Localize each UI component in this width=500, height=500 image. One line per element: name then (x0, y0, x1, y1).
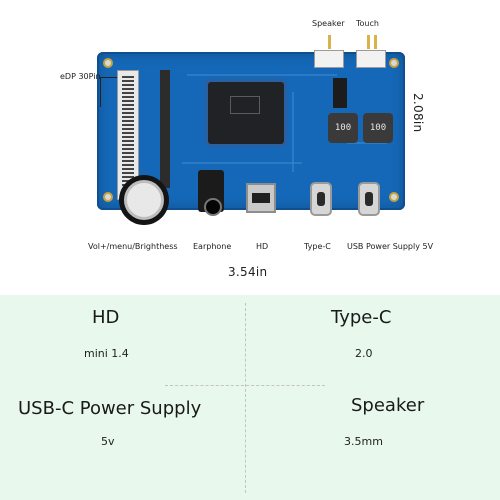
leader-line (100, 77, 101, 107)
callout-touch: Touch (356, 19, 379, 28)
spec-value: 2.0 (355, 347, 373, 360)
spec-value: 5v (101, 435, 115, 448)
spec-title: HD (92, 307, 120, 328)
usb-power-port (358, 182, 380, 216)
mounting-hole (389, 58, 399, 68)
speaker-connector (314, 50, 344, 68)
callout-knob: Vol+/menu/Brighthess (88, 242, 178, 251)
callout-speaker: Speaker (312, 19, 345, 28)
inductor: 100 (328, 113, 358, 143)
connector-pin (367, 35, 370, 49)
inductor: 100 (363, 113, 393, 143)
trace (292, 92, 294, 172)
side-chip (333, 78, 347, 108)
callout-usb-power: USB Power Supply 5V (347, 242, 434, 251)
dimension-width: 3.54in (228, 265, 268, 279)
spec-title: USB-C Power Supply (18, 398, 202, 419)
spec-title: Speaker (351, 395, 425, 416)
spec-panel: HD mini 1.4 Type-C 2.0 USB-C Power Suppl… (0, 295, 500, 500)
mounting-hole (389, 192, 399, 202)
mounting-hole (103, 192, 113, 202)
trace (182, 162, 302, 164)
spec-value: mini 1.4 (84, 347, 129, 360)
earphone-jack (198, 170, 224, 216)
hdmi-port (246, 183, 276, 213)
main-chip (208, 82, 284, 144)
edp-connector-pins (122, 76, 134, 194)
connector-pin (374, 35, 377, 49)
dimension-height: 2.08in (411, 93, 425, 133)
divider-vertical (245, 303, 246, 493)
callout-edp: eDP 30Pin (60, 72, 101, 81)
connector-pin (328, 35, 331, 49)
mounting-hole (103, 58, 113, 68)
spec-value: 3.5mm (344, 435, 383, 448)
touch-connector (356, 50, 386, 68)
leader-line (100, 77, 117, 78)
spec-title: Type-C (331, 307, 392, 328)
trace (347, 142, 387, 144)
callout-earphone: Earphone (193, 242, 232, 251)
chip-logo-mark (230, 96, 260, 114)
trace (187, 74, 337, 76)
pin-strip (160, 70, 170, 188)
type-c-port (310, 182, 332, 216)
callout-hd: HD (256, 242, 269, 251)
product-image-area: 100 100 Speaker Touch eDP 30Pin Vol+/men… (60, 19, 434, 279)
callout-type-c: Type-C (304, 242, 331, 251)
rotary-knob (124, 180, 164, 220)
divider-horizontal (165, 385, 325, 386)
